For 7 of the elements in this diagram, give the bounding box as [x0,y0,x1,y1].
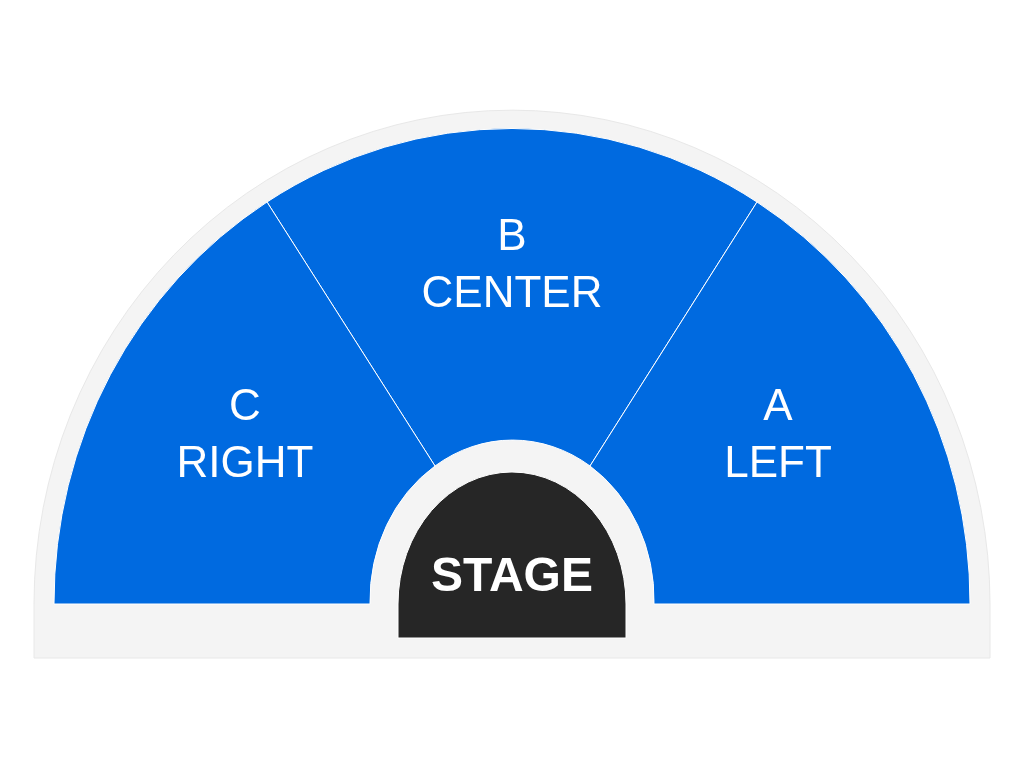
stage-label: STAGE [431,551,593,599]
section-letter: A [763,383,793,427]
section-name: RIGHT [176,440,314,484]
section-name: LEFT [724,440,832,484]
section-letter: B [497,213,527,257]
section-letter: C [229,383,261,427]
section-name: CENTER [421,270,603,314]
